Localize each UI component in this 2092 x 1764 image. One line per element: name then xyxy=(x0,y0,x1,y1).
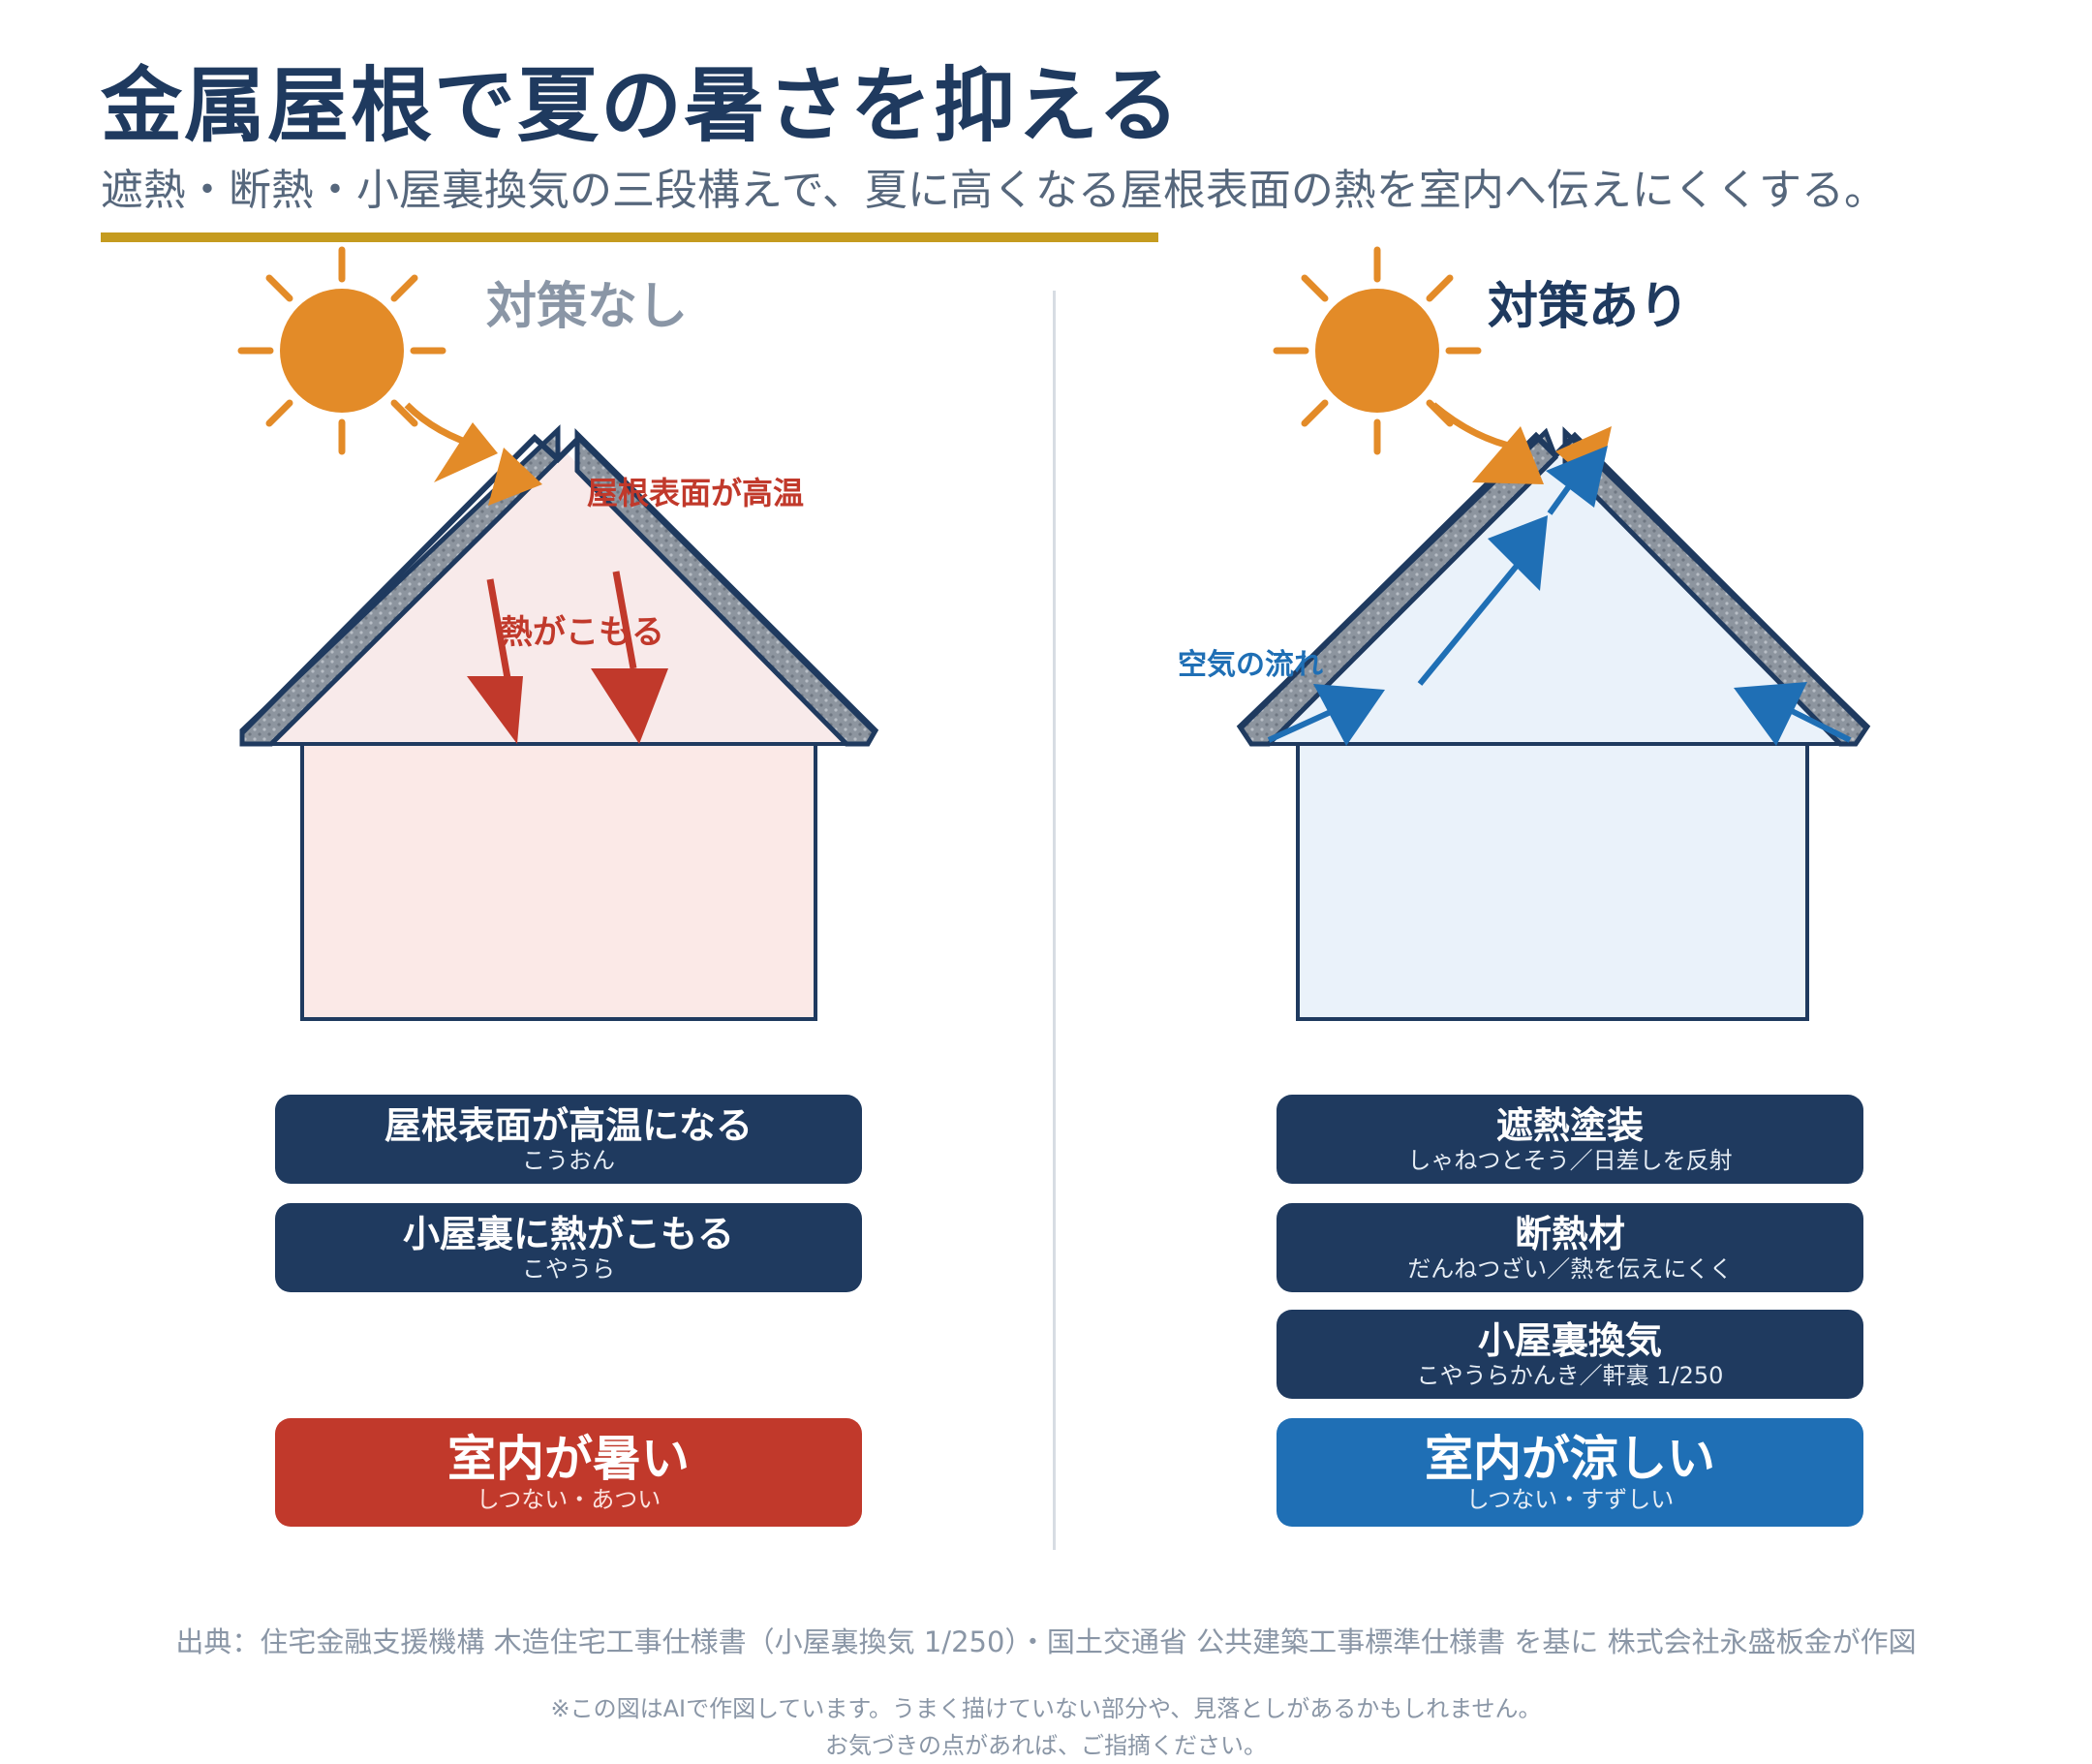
right-heading: 対策あり xyxy=(1488,278,1689,336)
right-result-main: 室内が涼しい xyxy=(1425,1431,1715,1487)
left-roof-hot-label: 屋根表面が高温 xyxy=(587,475,804,511)
left-house xyxy=(239,424,879,1021)
disclaimer: ※この図はAIで作図しています。うまく描けていない部分や、見落としがあるかもしれ… xyxy=(0,1690,2092,1764)
right-airflow-arrow-ridge xyxy=(1546,446,1608,515)
page-subtitle: 遮熱・断熱・小屋裏換気の三段構えで、夏に高くなる屋根表面の熱を室内へ伝えにくくす… xyxy=(101,166,1888,215)
right-box-attic-ventilation: 小屋裏換気 こやうらかんき／軒裏 1/250 xyxy=(1277,1310,1863,1399)
source-citation: 出典：住宅金融支援機構 木造住宅工事仕様書（小屋裏換気 1/250）・国土交通省… xyxy=(175,1625,1917,1658)
left-heat-arrow-2 xyxy=(591,571,668,744)
right-box-attic-ventilation-main: 小屋裏換気 xyxy=(1477,1319,1662,1362)
left-house-body xyxy=(300,742,817,1021)
left-result-box: 室内が暑い しつない・あつい xyxy=(275,1418,862,1527)
right-house-body xyxy=(1296,742,1809,1021)
right-box-reflective-coating: 遮熱塗装 しゃねつとそう／日差しを反射 xyxy=(1277,1095,1863,1184)
left-sun-ray-arrow xyxy=(404,402,542,506)
right-air-flow-label: 空気の流れ xyxy=(1178,648,1323,682)
right-box-insulation: 断熱材 だんねつざい／熱を伝えにくく xyxy=(1277,1203,1863,1292)
left-box-attic-heat-main: 小屋裏に熱がこもる xyxy=(402,1213,734,1255)
right-box-insulation-main: 断熱材 xyxy=(1514,1213,1625,1255)
disclaimer-line-2: お気づきの点があれば、ご指摘ください。 xyxy=(825,1732,1267,1759)
right-sun-icon xyxy=(1273,246,1482,455)
right-airflow-arrow-left xyxy=(1267,684,1385,746)
title-underline xyxy=(101,232,1158,242)
center-divider xyxy=(1053,291,1056,1550)
right-box-reflective-coating-main: 遮熱塗装 xyxy=(1495,1104,1644,1147)
left-attic-fill xyxy=(269,444,848,744)
right-box-reflective-coating-sub: しゃねつとそう／日差しを反射 xyxy=(1407,1147,1733,1174)
left-heat-arrow-1 xyxy=(467,578,523,744)
right-ridge xyxy=(1237,431,1870,731)
right-airflow-arrow-up xyxy=(1417,515,1548,686)
right-box-insulation-sub: だんねつざい／熱を伝えにくく xyxy=(1407,1255,1733,1283)
left-result-main: 室内が暑い xyxy=(447,1431,690,1487)
right-attic-fill xyxy=(1265,448,1846,744)
right-result-box: 室内が涼しい しつない・すずしい xyxy=(1277,1418,1863,1527)
left-result-sub: しつない・あつい xyxy=(476,1486,661,1513)
right-box-attic-ventilation-sub: こやうらかんき／軒裏 1/250 xyxy=(1416,1362,1724,1389)
right-house xyxy=(1236,426,1871,1021)
left-sun-icon xyxy=(237,246,446,455)
disclaimer-line-1: ※この図はAIで作図しています。うまく描けていない部分や、見落としがあるかもしれ… xyxy=(550,1695,1542,1722)
right-result-sub: しつない・すずしい xyxy=(1465,1486,1675,1513)
left-box-attic-heat-sub: こやうら xyxy=(522,1255,615,1283)
left-box-roof-hot-main: 屋根表面が高温になる xyxy=(384,1104,753,1147)
page-title: 金属屋根で夏の暑さを抑える xyxy=(101,58,1182,153)
left-box-attic-heat: 小屋裏に熱がこもる こやうら xyxy=(275,1203,862,1292)
left-box-roof-hot-sub: こうおん xyxy=(522,1147,615,1174)
left-heading: 対策なし xyxy=(486,278,688,336)
left-ridge xyxy=(239,433,878,735)
right-airflow-arrow-right xyxy=(1734,682,1852,746)
left-heat-trapped-label: 熱がこもる xyxy=(500,613,664,652)
left-box-roof-hot: 屋根表面が高温になる こうおん xyxy=(275,1095,862,1184)
